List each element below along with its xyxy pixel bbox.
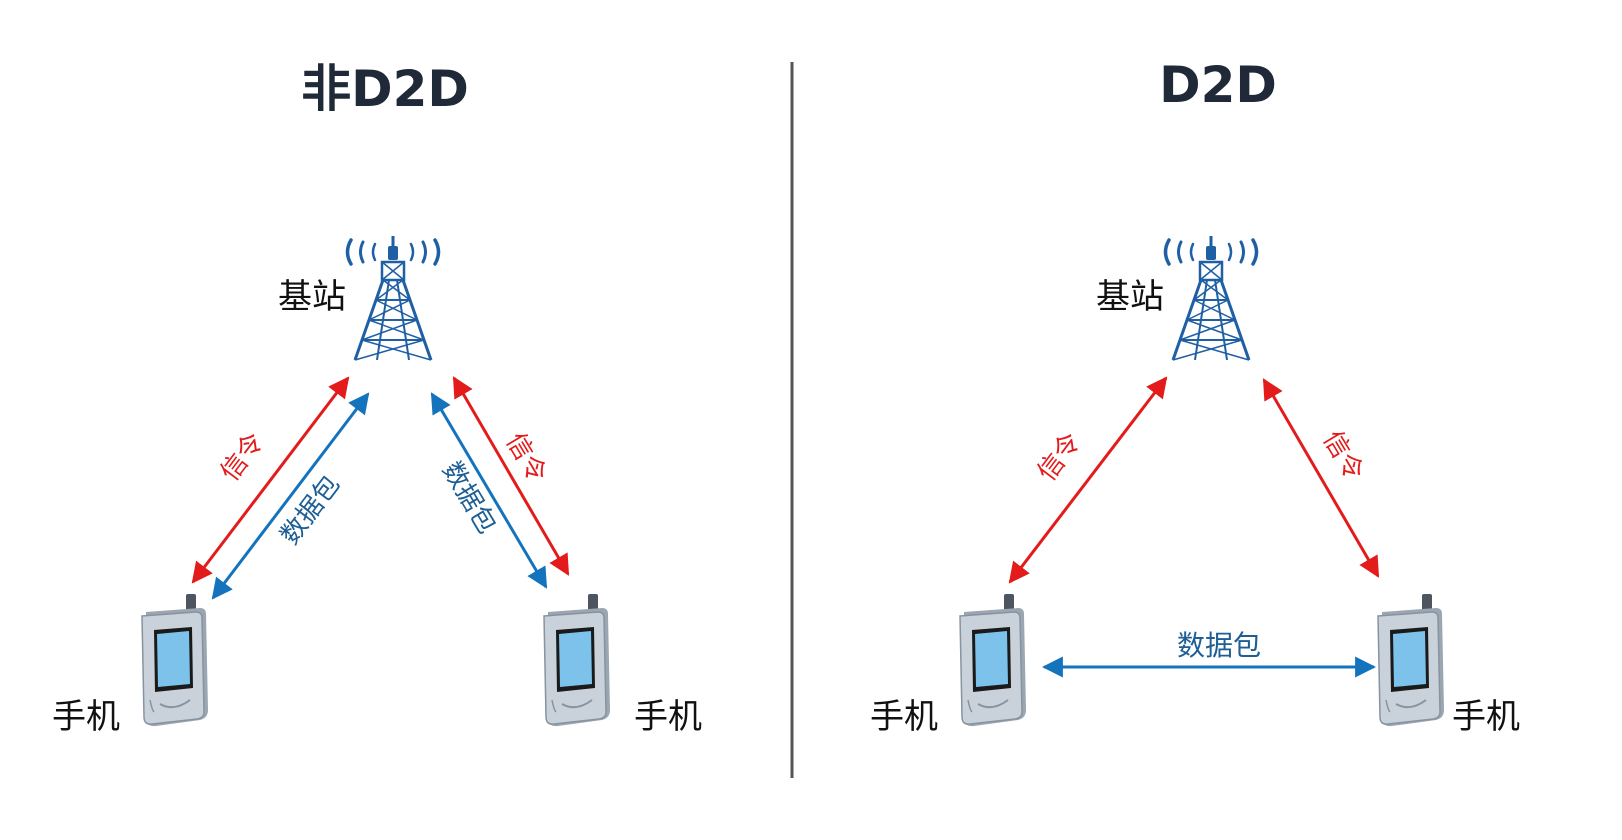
mobile-phone-icon [543, 593, 611, 728]
mobile-phone-icon [1377, 593, 1445, 728]
signal-arrow-left-b [452, 376, 570, 576]
panel-title-right: D2D [1159, 56, 1277, 114]
mobile-phone-icon [959, 593, 1027, 728]
signal-label-right-b: 信令 [1317, 426, 1370, 486]
signal-arrow-right-b [1262, 378, 1380, 578]
signal-label-left-b: 信令 [500, 428, 553, 488]
mobile-phone-icon [141, 593, 209, 728]
phone-label-left-b: 手机 [634, 697, 702, 737]
data-arrow-left-a [211, 392, 370, 600]
panel-right-d2d: D2D 基站 手机 手机 信令 信令 数据包 [870, 56, 1520, 737]
signal-arrow-right-a [1008, 376, 1168, 584]
base-station-label-left: 基站 [278, 277, 346, 317]
base-station-label-right: 基站 [1096, 277, 1164, 317]
panel-left-non-d2d: 非D2D 基站 手机 手机 信令 数据包 数据包 信令 [52, 60, 702, 737]
panel-title-left: 非D2D [301, 60, 469, 118]
phone-label-left-a: 手机 [52, 697, 120, 737]
cell-tower-icon [1163, 234, 1259, 362]
phone-label-right-a: 手机 [870, 697, 938, 737]
cell-tower-icon [345, 234, 441, 362]
signal-label-left-a: 信令 [215, 427, 270, 487]
data-label-direct: 数据包 [1177, 629, 1261, 662]
data-label-left-a: 数据包 [275, 470, 346, 550]
phone-label-right-b: 手机 [1452, 697, 1520, 737]
signal-label-right-a: 信令 [1032, 427, 1087, 487]
